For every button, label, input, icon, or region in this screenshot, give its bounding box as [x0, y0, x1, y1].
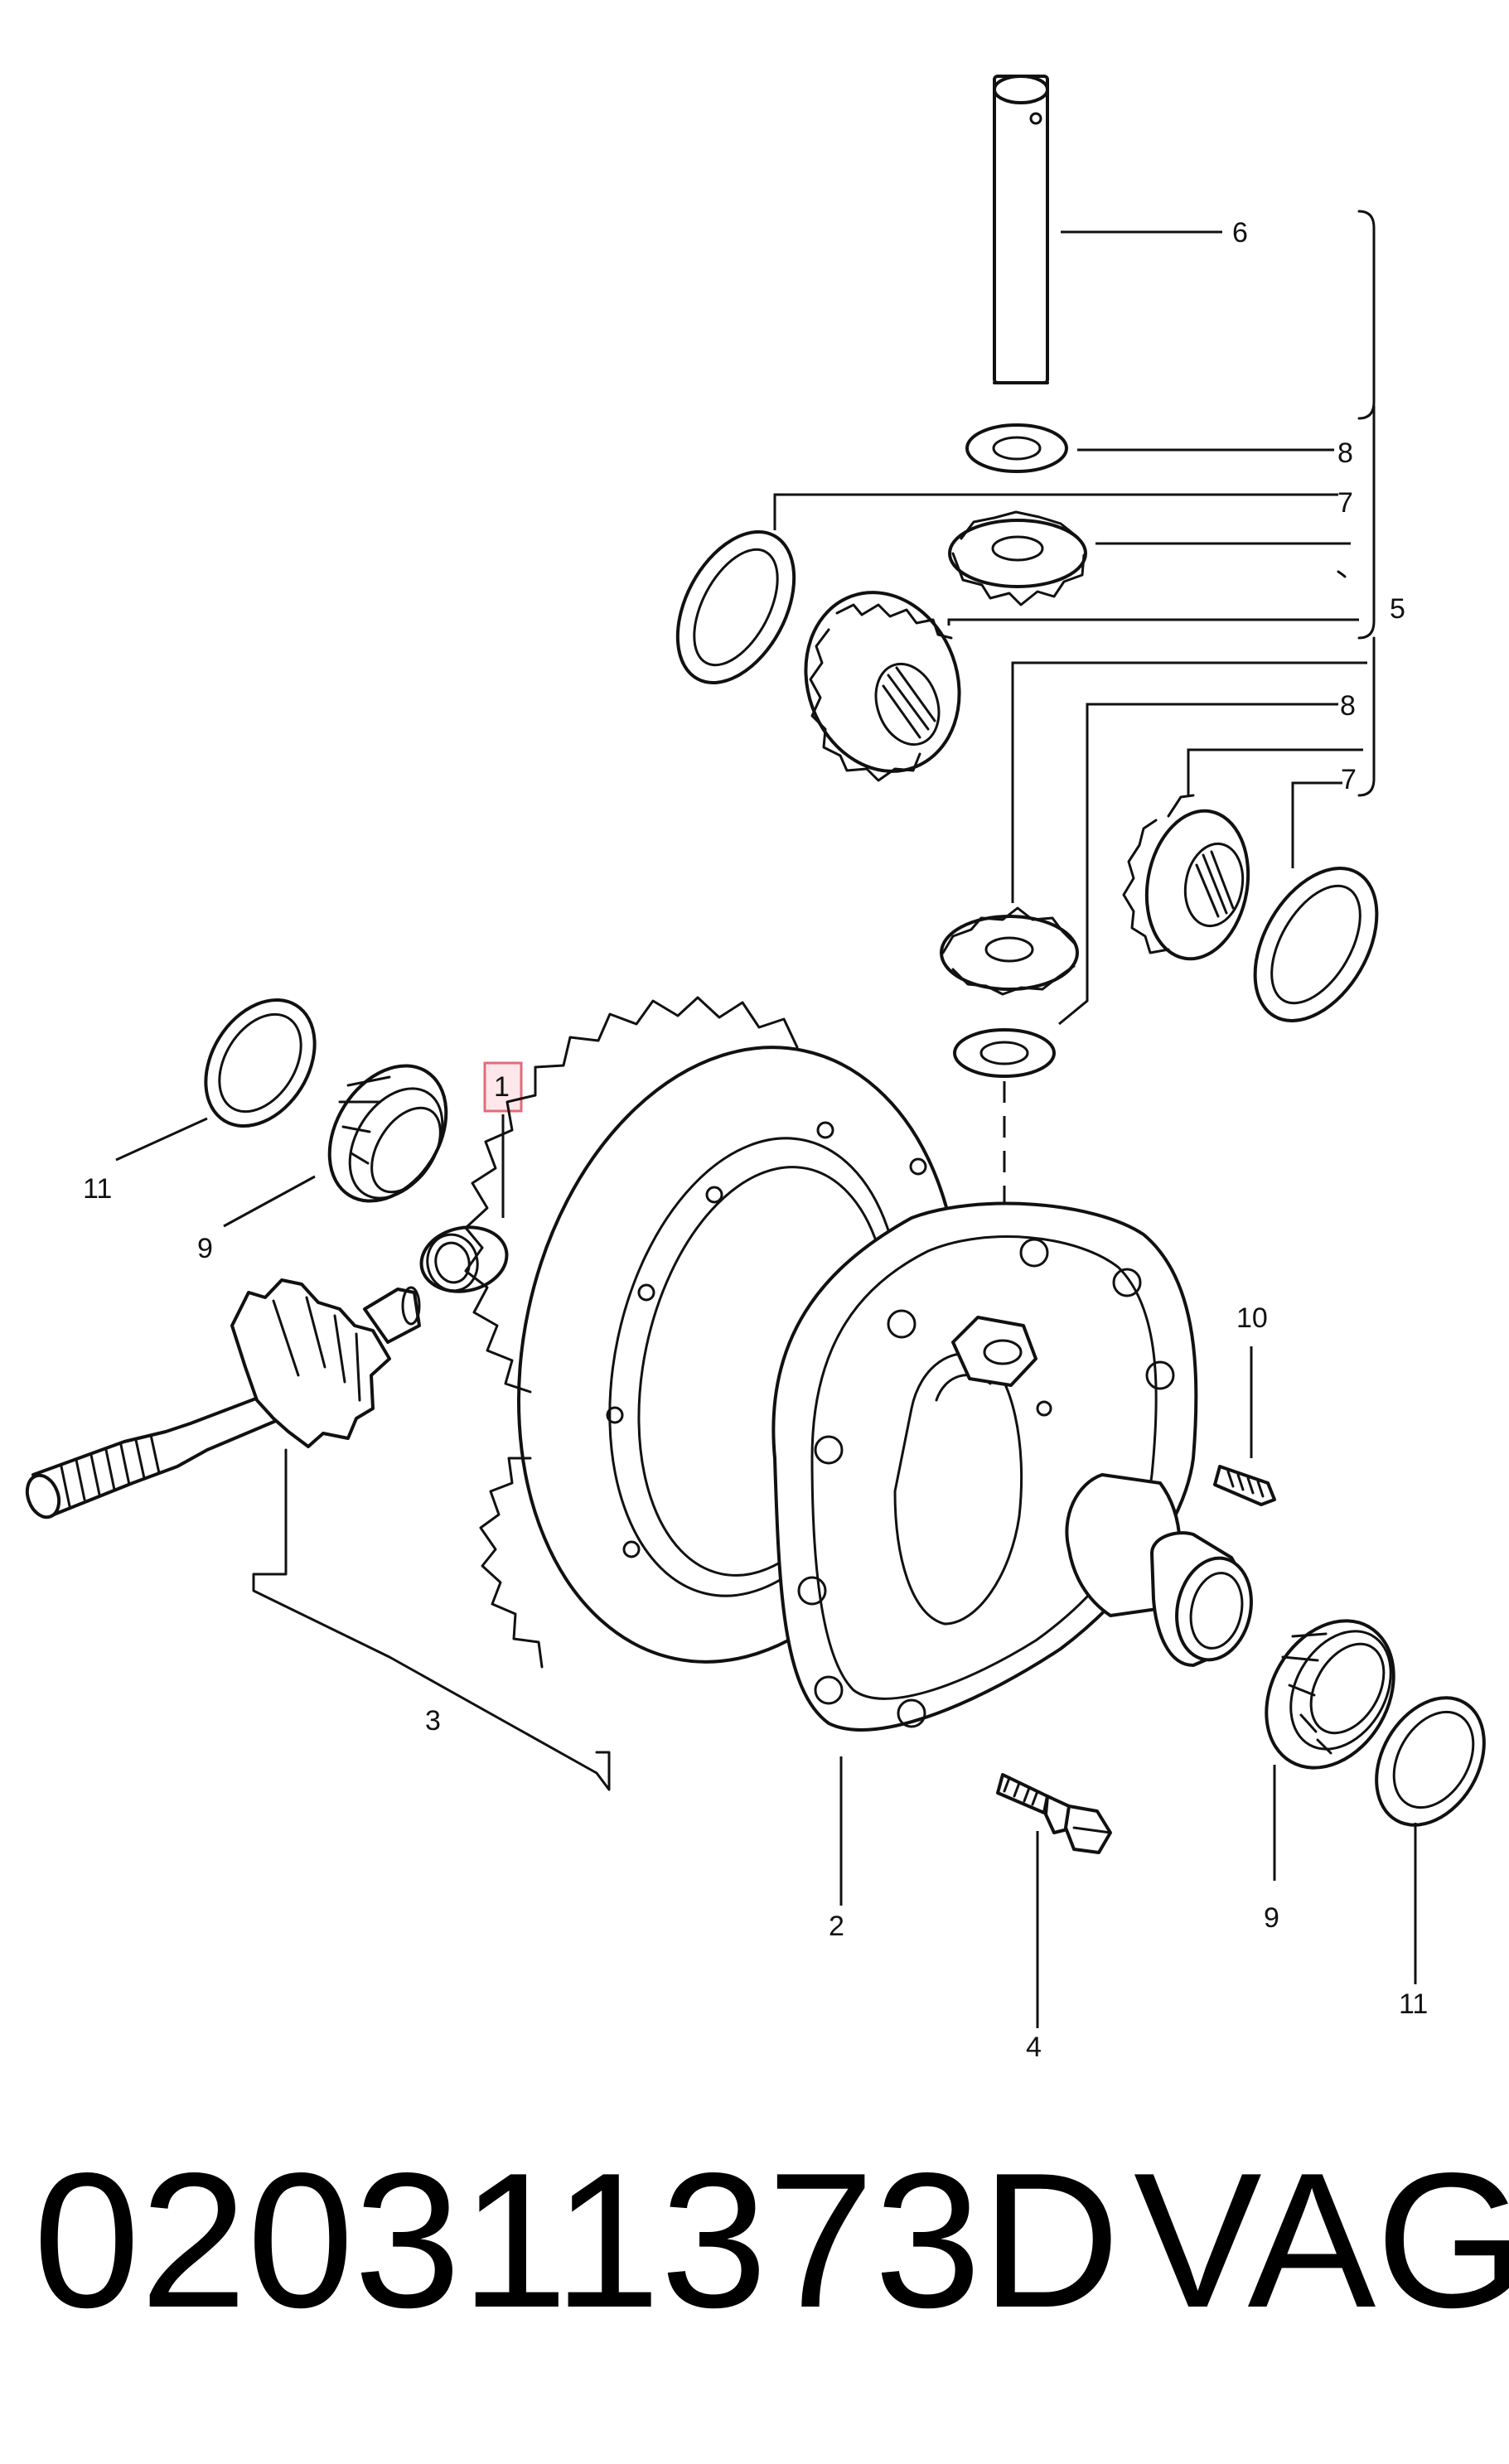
thrust-washer-left	[675, 530, 796, 684]
oil-seal-right	[1375, 1696, 1486, 1827]
leader-9-left	[223, 1175, 316, 1228]
callout-6: 6	[1232, 217, 1248, 249]
planet-gear-middle	[940, 906, 1079, 996]
leader-11-left	[115, 1117, 208, 1162]
callout-5: 5	[1390, 593, 1405, 625]
callout-1: 1	[494, 1071, 510, 1103]
callout-9-left: 9	[197, 1233, 213, 1264]
differential-housing	[771, 1201, 1253, 1732]
callout-11-right: 11	[1399, 1988, 1428, 2020]
leader-5-c	[1187, 748, 1363, 795]
callout-3: 3	[425, 1705, 441, 1737]
part-label: 020311373D VAG	[33, 2133, 1509, 2348]
brand-label: VAG	[1134, 2133, 1509, 2348]
callout-9-right: 9	[1264, 1902, 1279, 1934]
taper-bearing-left	[327, 1064, 448, 1203]
thrust-washer-top	[965, 423, 1068, 473]
pinion-shaft	[25, 1278, 421, 1519]
callout-8-top: 8	[1337, 437, 1353, 469]
thrust-washer-lower	[953, 1028, 1056, 1078]
thrust-washer-right	[1253, 867, 1379, 1022]
leader-8-mid	[1011, 661, 1367, 903]
callout-2: 2	[829, 1911, 844, 1942]
leader-7-top	[773, 493, 1338, 530]
bracket-5-lower	[1357, 636, 1376, 797]
bracket-3	[252, 1448, 611, 1791]
differential-pin	[993, 75, 1049, 384]
taper-bearing-right	[1265, 1619, 1395, 1770]
side-gear-left	[804, 591, 961, 782]
stray-mark	[1337, 570, 1347, 578]
callout-10: 10	[1236, 1302, 1268, 1334]
part-number: 020311373D	[33, 2133, 1120, 2348]
needle-bearing	[419, 1225, 509, 1293]
planet-gear-top	[948, 510, 1087, 606]
leader-8-lower	[1058, 703, 1338, 1026]
leader-5-b	[947, 618, 1359, 626]
callout-7-top: 7	[1337, 487, 1353, 519]
side-gear-right	[1122, 794, 1250, 961]
oil-seal-left	[204, 998, 317, 1128]
callout-1-highlight	[483, 1061, 523, 1113]
callout-7-lower: 7	[1341, 764, 1357, 795]
leader-7-lower	[1291, 781, 1342, 868]
bracket-5	[1357, 210, 1376, 640]
callout-8-lower: 8	[1340, 690, 1356, 722]
callout-11-left: 11	[83, 1173, 112, 1205]
callout-4: 4	[1026, 2032, 1042, 2063]
roll-pin	[1213, 1465, 1276, 1506]
housing-bolt	[996, 1773, 1112, 1854]
